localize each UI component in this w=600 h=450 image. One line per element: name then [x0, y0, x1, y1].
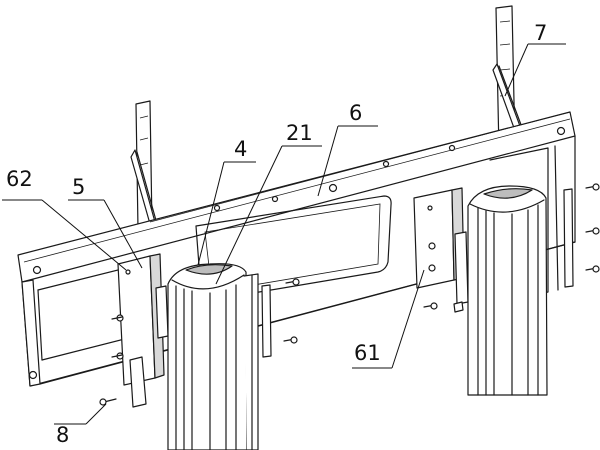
label-5: 5: [72, 175, 85, 199]
label-4: 4: [234, 137, 247, 161]
label-7: 7: [534, 21, 547, 45]
right-mount-plate: [413, 187, 469, 305]
leader-lines: [2, 43, 566, 425]
left-column: [167, 263, 259, 450]
clamp-brackets: [261, 188, 574, 358]
right-column: [467, 185, 548, 396]
label-8: 8: [56, 423, 69, 447]
label-61: 61: [354, 341, 381, 365]
label-62: 62: [6, 167, 33, 191]
label-6: 6: [349, 101, 362, 125]
screws: [99, 183, 600, 406]
left-mount-plate: [116, 253, 169, 408]
label-21: 21: [286, 121, 313, 145]
